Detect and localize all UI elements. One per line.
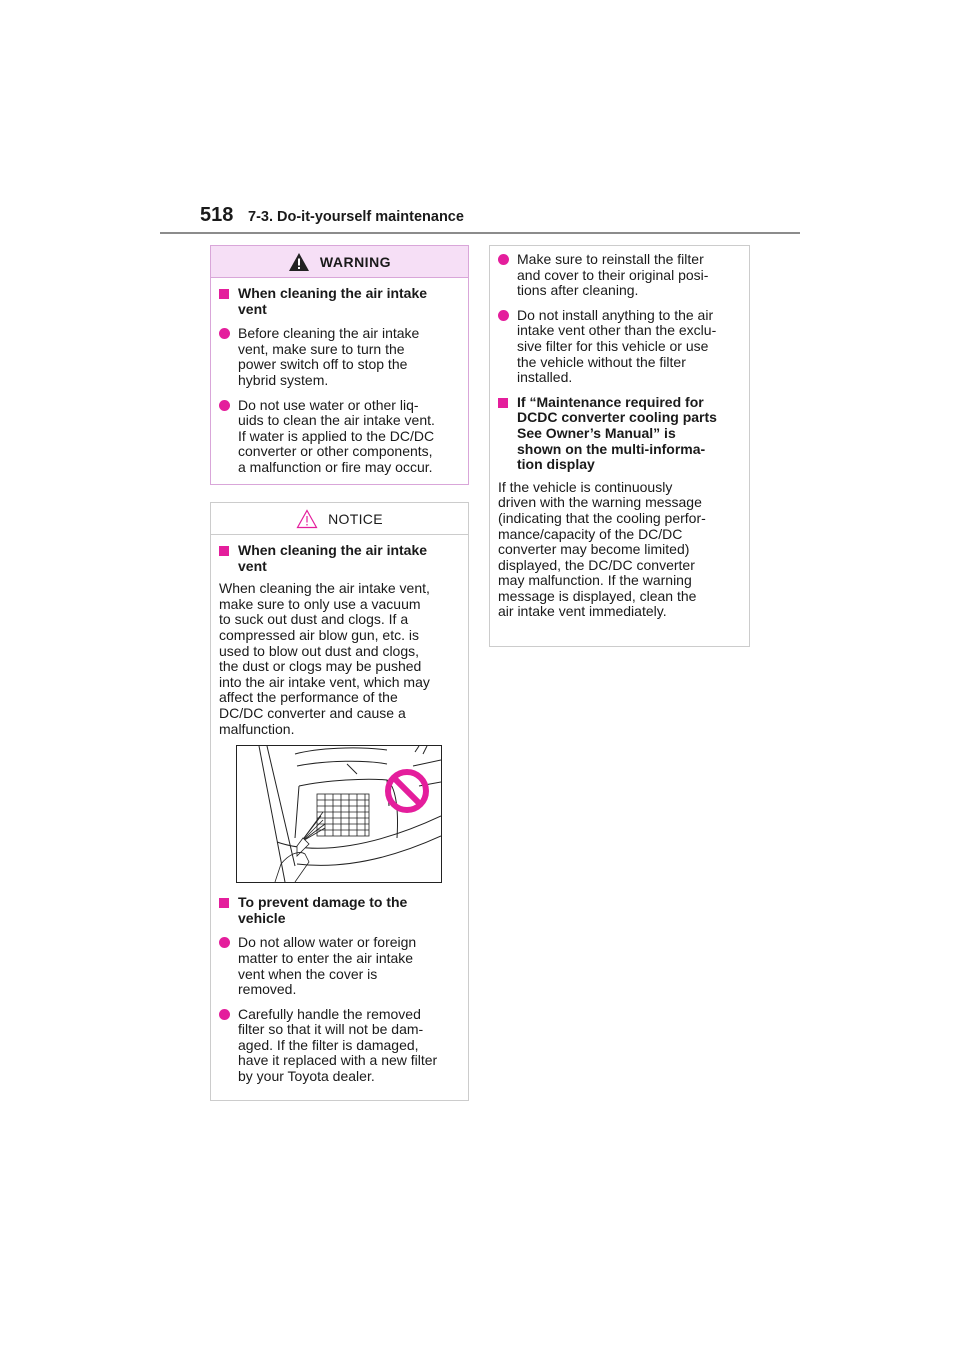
notice-heading: If “Maintenance required for DCDC conver… <box>498 394 739 473</box>
round-bullet-icon <box>219 1008 230 1020</box>
warning-box: WARNING When cleaning the air intake ven… <box>210 245 469 485</box>
warning-heading: When cleaning the air intake vent <box>219 285 458 317</box>
warning-bullet: Do not use water or other liq- uids to c… <box>219 397 458 476</box>
warning-bullet: Before cleaning the air intake vent, mak… <box>219 325 458 388</box>
square-bullet-icon <box>219 289 229 299</box>
notice-box: NOTICE When cleaning the air intake vent… <box>210 502 469 1101</box>
round-bullet-icon <box>219 399 230 411</box>
round-bullet-icon <box>498 254 509 265</box>
round-bullet-icon <box>219 937 230 949</box>
notice-heading: To prevent damage to the vehicle <box>219 894 458 926</box>
round-bullet-icon <box>219 328 230 340</box>
square-bullet-icon <box>219 898 229 909</box>
notice-paragraph: If the vehicle is continuously driven wi… <box>498 478 706 620</box>
warning-header: WARNING <box>211 246 468 278</box>
round-bullet-icon <box>498 309 509 321</box>
notice-heading: When cleaning the air intake vent <box>219 542 458 574</box>
notice-bullet: Carefully handle the removed filter so t… <box>219 1006 458 1085</box>
notice-paragraph: When cleaning the air intake vent, make … <box>219 580 430 737</box>
page-number: 518 <box>200 204 234 226</box>
warning-triangle-icon <box>288 252 309 271</box>
square-bullet-icon <box>498 397 508 408</box>
header-rule <box>160 232 800 234</box>
notice-triangle-icon <box>296 508 318 528</box>
square-bullet-icon <box>219 546 229 556</box>
notice-bullet: Make sure to reinstall the filter and co… <box>498 251 739 299</box>
air-vent-illustration <box>236 745 442 884</box>
notice-title: NOTICE <box>328 510 383 527</box>
section-title: 7-3. Do-it-yourself maintenance <box>248 209 464 225</box>
notice-continuation-box: Make sure to reinstall the filter and co… <box>489 245 750 647</box>
notice-bullet: Do not allow water or foreign matter to … <box>219 934 458 997</box>
prohibition-icon <box>385 769 429 814</box>
warning-title: WARNING <box>319 253 392 270</box>
notice-header: NOTICE <box>211 503 468 535</box>
notice-bullet: Do not install anything to the air intak… <box>498 307 739 386</box>
